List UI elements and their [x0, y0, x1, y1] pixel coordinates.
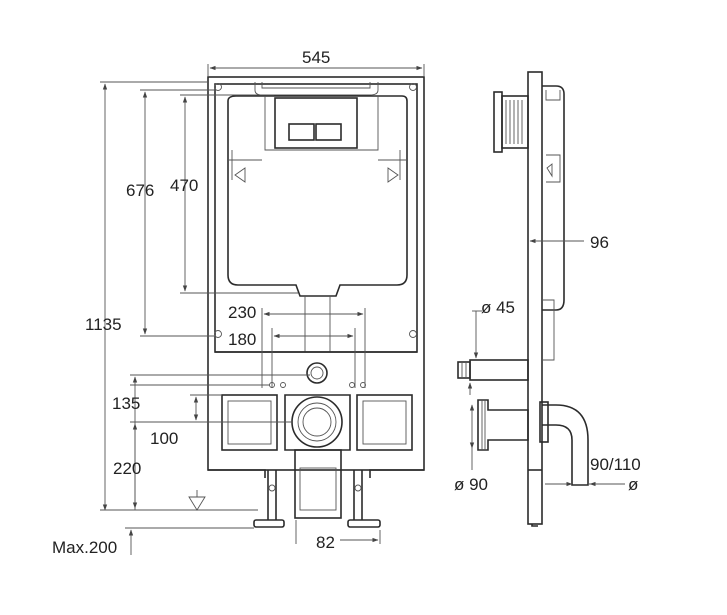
side-cistern — [542, 85, 565, 311]
dim-height-676: 676 — [126, 181, 154, 200]
lower-panel-left — [221, 394, 278, 451]
dim-depth-96: 96 — [590, 233, 609, 252]
side-view — [457, 71, 589, 527]
dim-outlet-100: 100 — [150, 429, 178, 448]
side-frame-upright — [527, 71, 543, 525]
side-view-labels: 96 ø 45 ø 90 90/110 ø — [454, 233, 641, 494]
dim-pan-connector-diameter-symbol: ø — [628, 475, 638, 494]
foot-right — [347, 519, 381, 528]
front-view — [188, 76, 425, 528]
dim-fixing-180: 180 — [228, 330, 256, 349]
waste-outlet-ring — [291, 396, 343, 448]
dim-foot-82: 82 — [316, 533, 335, 552]
floor-level-icon — [188, 490, 206, 511]
flush-button-right — [315, 123, 342, 141]
front-view-dimensions — [100, 64, 425, 555]
side-view-dimensions — [467, 238, 625, 487]
dim-height-1135: 1135 — [85, 315, 122, 334]
dim-height-470: 470 — [170, 176, 198, 195]
lower-panel-right — [356, 394, 413, 451]
dim-width-545: 545 — [302, 48, 330, 67]
front-view-labels: 545 1135 676 470 230 180 135 100 220 82 … — [52, 48, 335, 557]
dim-pan-connector-90-110: 90/110 — [590, 455, 641, 474]
dim-inlet-diameter-45: ø 45 — [481, 298, 515, 317]
flush-button-left — [288, 123, 315, 141]
dim-inlet-135: 135 — [112, 394, 140, 413]
dim-fixing-230: 230 — [228, 303, 256, 322]
dim-floor-max-200: Max.200 — [52, 538, 117, 557]
flush-plate — [274, 97, 358, 149]
dim-outlet-diameter-90: ø 90 — [454, 475, 488, 494]
water-inlet-ring — [306, 362, 328, 384]
side-pan-connector — [542, 404, 589, 486]
cistern — [227, 95, 408, 297]
dim-outlet-220: 220 — [113, 459, 141, 478]
foot-left — [253, 519, 285, 528]
side-waste-pipe — [477, 399, 529, 451]
frame-outer — [207, 76, 425, 471]
